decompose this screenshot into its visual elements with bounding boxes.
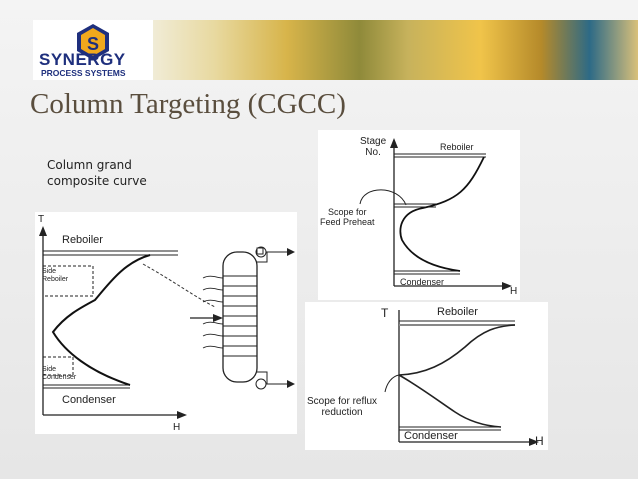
caption-line-2: composite curve <box>47 174 147 188</box>
bottom-right-t-axis-label: T <box>381 306 389 320</box>
top-right-h-axis-label: H <box>510 286 518 297</box>
logo-emblem-icon: S <box>77 24 109 60</box>
company-logo: S SYNERGY PROCESS SYSTEMS <box>33 20 153 80</box>
left-reboiler-label: Reboiler <box>62 234 103 246</box>
left-condenser-label: Condenser <box>62 394 116 406</box>
side-condenser-label: Side Condenser <box>42 366 77 381</box>
reflux-reduction-label: Scope for reflux reduction <box>307 396 378 418</box>
bottom-right-reflux-diagram: T Reboiler Condenser H Scope for reflux … <box>305 302 548 450</box>
header-banner: S SYNERGY PROCESS SYSTEMS <box>33 20 638 80</box>
logo-subtitle: PROCESS SYSTEMS <box>41 68 126 78</box>
caption: Column grand composite curve <box>47 157 147 189</box>
bottom-right-diagram-graphic <box>384 310 539 446</box>
svg-text:S: S <box>87 34 99 54</box>
bottom-right-h-axis-label: H <box>535 434 544 448</box>
logo-title: SYNERGY <box>39 50 126 69</box>
left-h-axis-label: H <box>173 422 181 433</box>
feed-preheat-label: Scope for Feed Preheat <box>320 207 375 227</box>
bottom-right-condenser-label: Condenser <box>404 430 458 442</box>
slide-title: Column Targeting (CGCC) <box>30 88 346 120</box>
left-cgcc-diagram: T H Reboiler Condenser Side Reboiler Sid… <box>35 212 297 434</box>
side-reboiler-label: Side Reboiler <box>42 268 69 283</box>
top-right-reboiler-label: Reboiler <box>440 142 474 152</box>
left-t-axis-label: T <box>38 214 45 225</box>
top-right-stage-diagram: Stage No. Reboiler Condenser H Scope for… <box>318 130 520 300</box>
left-diagram-graphic <box>39 226 295 419</box>
caption-line-1: Column grand <box>47 158 132 172</box>
stage-no-label: Stage No. <box>360 136 387 158</box>
bottom-right-reboiler-label: Reboiler <box>437 306 478 318</box>
top-right-condenser-label: Condenser <box>400 277 445 287</box>
top-right-diagram-graphic <box>359 138 512 290</box>
